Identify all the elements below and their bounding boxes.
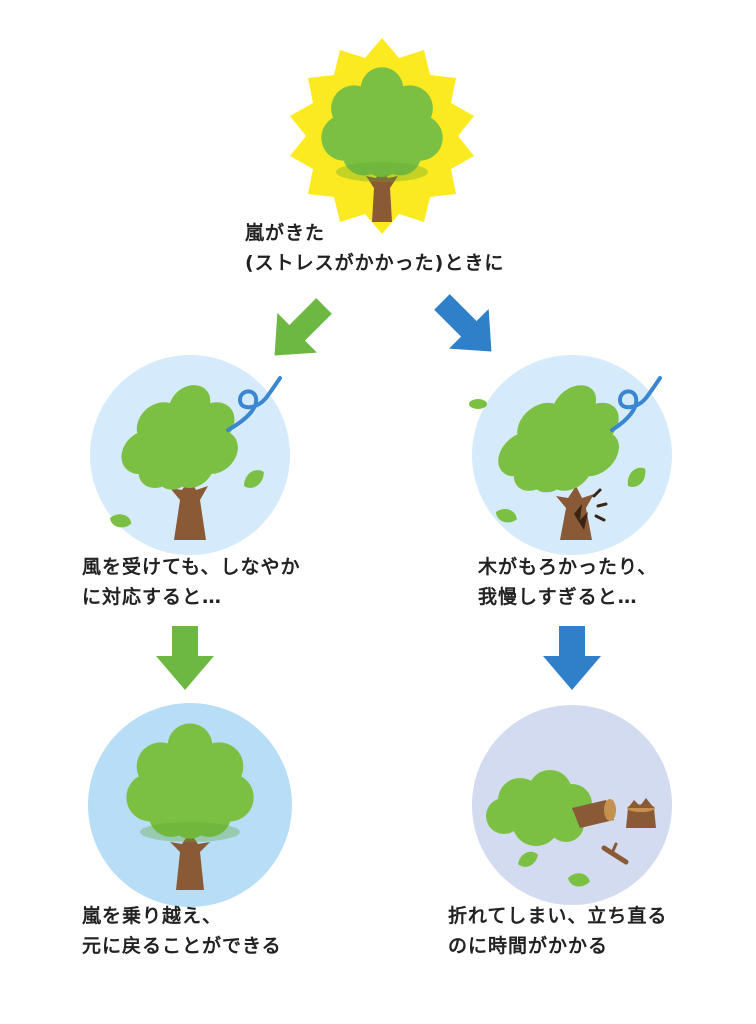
arrow-down-left xyxy=(274,298,332,356)
caption-flexible-response: 風を受けても、しなやか に対応すると… xyxy=(82,552,300,612)
caption-line: 我慢しすぎると… xyxy=(478,586,638,608)
caption-storm-arrives: 嵐がきた (ストレスがかかった)ときに xyxy=(245,218,504,278)
broken-twig xyxy=(601,845,629,865)
canopy-shadow xyxy=(336,162,428,182)
canopy-shadow xyxy=(140,822,240,842)
wind-swirl-icon xyxy=(226,376,282,432)
broken-tree-icon xyxy=(472,705,672,905)
cracking-tree-icon xyxy=(469,355,672,555)
caption-line: 元に戻ることができる xyxy=(82,935,282,957)
trunk-crack xyxy=(574,504,588,530)
upright-tree-icon xyxy=(88,703,292,907)
tree-trunk xyxy=(366,168,398,222)
swaying-tree-icon xyxy=(90,355,290,555)
caption-broken-slow-recovery: 折れてしまい、立ち直る のに時間がかかる xyxy=(448,901,667,961)
log-end xyxy=(604,799,616,821)
wind-swirl-icon xyxy=(610,376,662,432)
broken-log xyxy=(572,800,614,828)
caption-line: のに時間がかかる xyxy=(448,935,609,957)
caption-recover: 嵐を乗り越え、 元に戻ることができる xyxy=(82,901,282,961)
caption-line: に対応すると… xyxy=(82,586,223,608)
tree-stump xyxy=(626,808,656,828)
tree-trunk xyxy=(170,832,210,890)
caption-line: 嵐がきた xyxy=(245,222,326,244)
caption-fragile-endure: 木がもろかったり、 我慢しすぎると… xyxy=(478,552,657,612)
arrow-down-right-column xyxy=(543,626,601,690)
caption-line: 嵐を乗り越え、 xyxy=(82,905,223,927)
leaf-icon xyxy=(469,399,487,409)
caption-line: 木がもろかったり、 xyxy=(478,556,658,578)
stump-jagged xyxy=(628,798,654,808)
sun-tree-icon xyxy=(290,38,474,234)
caption-line: 折れてしまい、立ち直る xyxy=(448,905,668,927)
tree-trunk xyxy=(170,478,208,540)
broken-twig-branch xyxy=(610,842,618,855)
crack-lines xyxy=(592,488,608,522)
caption-line: 風を受けても、しなやか xyxy=(82,556,301,578)
arrow-down-right xyxy=(434,294,492,352)
arrow-down-left-column xyxy=(156,626,214,690)
caption-line: (ストレスがかかった)ときに xyxy=(245,252,505,274)
